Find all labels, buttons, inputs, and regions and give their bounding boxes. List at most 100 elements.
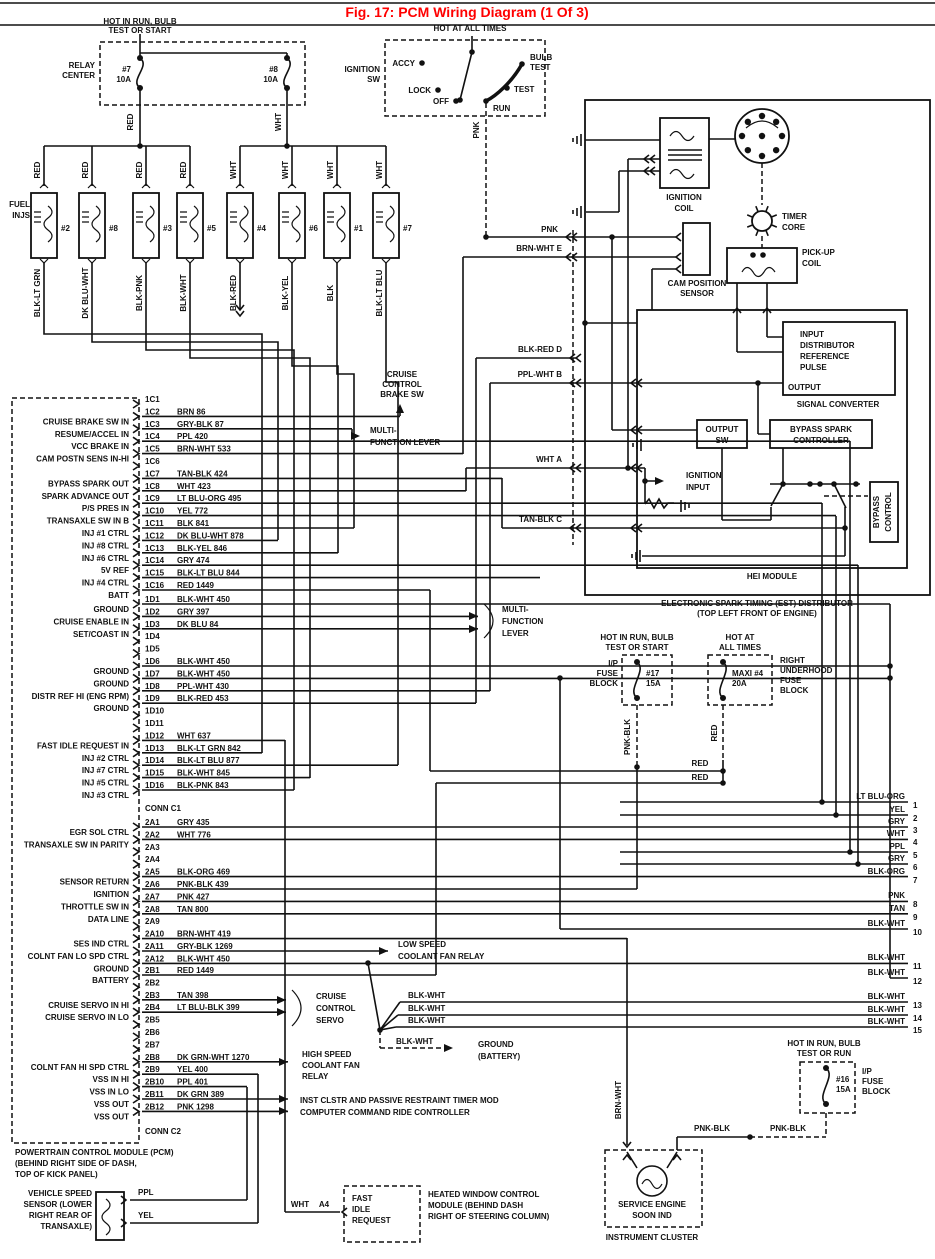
pin-function-1D14: INJ #7 CTRL xyxy=(82,766,129,775)
junction-dot xyxy=(720,780,726,786)
pin-2A12: 2A12 xyxy=(145,954,165,963)
offpage-wire-label-14: BLK-WHT xyxy=(868,1005,905,1014)
offpage-wire-num-13: 13 xyxy=(913,1001,922,1010)
ses-label-1: SERVICE ENGINE xyxy=(618,1200,687,1209)
injector-num-#2: #2 xyxy=(61,224,70,233)
pin-function-1D3: SET/COAST IN xyxy=(73,630,129,639)
pin-1D3: 1D3 xyxy=(145,620,160,629)
vehicle-speed-sensor-box xyxy=(95,1191,125,1241)
injector-top-wire-#6: WHT xyxy=(281,161,290,179)
hot-at-all-times-label: HOT AT ALL TIMES xyxy=(434,24,508,33)
bsc-label-1: BYPASS SPARK xyxy=(790,425,852,434)
feed-ppl-wht-b: PPL-WHT B xyxy=(518,370,563,379)
wire-net-dashed xyxy=(379,103,868,1138)
cap-terminal-dot xyxy=(772,146,780,154)
fuse8-amp: 10A xyxy=(263,75,278,84)
ses-bulb-filament xyxy=(641,1178,663,1190)
wire-label-2A10: BRN-WHT 419 xyxy=(177,930,231,939)
pin-2B10: 2B10 xyxy=(145,1078,165,1087)
wire-label-2A6: PNK-BLK 439 xyxy=(177,880,229,889)
vss-2: SENSOR (LOWER xyxy=(24,1200,93,1209)
wire-label-1C9: LT BLU-ORG 495 xyxy=(177,494,242,503)
junction-dot xyxy=(377,1027,383,1033)
pin-2A3: 2A3 xyxy=(145,843,160,852)
cap-terminal-dot xyxy=(758,112,766,120)
timer-core-label-2: CORE xyxy=(782,223,806,232)
rotor-arc xyxy=(745,120,779,129)
cam-position-sensor-box xyxy=(682,222,711,276)
offpage-wire-num-3: 3 xyxy=(913,826,918,835)
injector-bottom-wire-#2: BLK-LT GRN xyxy=(33,269,42,318)
pin-2B8: 2B8 xyxy=(145,1053,160,1062)
junction-dot xyxy=(833,812,839,818)
offpage-wire-label-13: BLK-WHT xyxy=(868,992,905,1001)
wire-label-1C12: DK BLU-WHT 878 xyxy=(177,531,244,540)
maxi-amp: 20A xyxy=(732,679,747,688)
junction-dot xyxy=(642,478,648,484)
pin-1D8: 1D8 xyxy=(145,682,160,691)
injector-bottom-wire-#8: DK BLU-WHT xyxy=(81,267,90,318)
fuse-maxi4-top xyxy=(720,659,726,665)
junction-dot xyxy=(504,85,510,91)
junction-dot xyxy=(435,87,441,93)
injector-box-#6 xyxy=(278,192,306,259)
pin-function-1C9: P/S PRES IN xyxy=(82,504,129,513)
pin-function-2A10: SES IND CTRL xyxy=(73,940,129,949)
wire-label-1C14: GRY 474 xyxy=(177,556,210,565)
ignition-switch-box xyxy=(384,39,546,117)
pin-2B3: 2B3 xyxy=(145,991,160,1000)
injector-top-wire-#2: RED xyxy=(33,161,42,178)
connector-chevrons xyxy=(120,154,772,1228)
pin-1D13: 1D13 xyxy=(145,744,165,753)
pin-2A8: 2A8 xyxy=(145,905,160,914)
feed-tan-blk-c: TAN-BLK C xyxy=(519,515,562,524)
fuse-16-top xyxy=(823,1065,829,1071)
pin-1C9: 1C9 xyxy=(145,494,160,503)
pin-function-1C15: INJ #4 CTRL xyxy=(82,579,129,588)
wire-label-2A2: WHT 776 xyxy=(177,830,211,839)
pin-1C2: 1C2 xyxy=(145,407,160,416)
pin-1D5: 1D5 xyxy=(145,645,160,654)
pin-function-1D12: FAST IDLE REQUEST IN xyxy=(37,741,129,750)
pin-1C10: 1C10 xyxy=(145,507,165,516)
wire-label-1C10: YEL 772 xyxy=(177,507,209,516)
fuse-17-bottom xyxy=(634,695,640,701)
pin-2B2: 2B2 xyxy=(145,978,160,987)
vss-ppl-label: PPL xyxy=(138,1188,154,1197)
injector-box-#8 xyxy=(78,192,106,259)
vss-1: VEHICLE SPEED xyxy=(28,1189,92,1198)
offpage-wire-num-6: 6 xyxy=(913,863,918,872)
wire-label-2B12: PNK 1298 xyxy=(177,1102,214,1111)
injector-box-#4 xyxy=(226,192,254,259)
output-sw-label-2: SW xyxy=(716,436,729,445)
offpage-wire-num-5: 5 xyxy=(913,851,918,860)
junction-dot xyxy=(625,465,631,471)
offpage-wire-label-12: BLK-WHT xyxy=(868,968,905,977)
wire-label-1C7: TAN-BLK 424 xyxy=(177,469,228,478)
pin-function-1C12: INJ #8 CTRL xyxy=(82,541,129,550)
fuse17-block-3: BLOCK xyxy=(590,679,619,688)
ignsw-bulb-2: TEST xyxy=(530,63,551,72)
offpage-wire-label-1: LT BLU-ORG xyxy=(856,792,905,801)
injector-bottom-wire-#3: BLK-PNK xyxy=(135,275,144,311)
ignition-input-label-2: INPUT xyxy=(686,483,710,492)
pin-1C5: 1C5 xyxy=(145,445,160,454)
low-speed-2: COOLANT FAN RELAY xyxy=(398,952,485,961)
pin-function-1C7: BYPASS SPARK OUT xyxy=(48,479,129,488)
pin-function-1C3: RESUME/ACCEL IN xyxy=(55,430,129,439)
sigpulse-4: PULSE xyxy=(800,363,827,372)
cruise-brake-2: CONTROL xyxy=(382,380,422,389)
coil-squiggles xyxy=(101,130,776,1236)
relay-center-label-2: CENTER xyxy=(62,71,95,80)
mf2-label-1: MULTI- xyxy=(502,605,529,614)
gnd-batt-1: GROUND xyxy=(478,1040,514,1049)
pin-function-2A2: TRANSAXLE SW IN PARITY xyxy=(24,840,130,849)
junction-dot xyxy=(720,768,726,774)
wire-label-1D14: BLK-LT BLU 877 xyxy=(177,756,240,765)
ignition-input-label-1: IGNITION xyxy=(686,471,722,480)
ignsw-accy: ACCY xyxy=(392,59,415,68)
junction-dot xyxy=(853,481,859,487)
injector-top-wire-#4: WHT xyxy=(229,161,238,179)
pin-function-1C2: CRUISE BRAKE SW IN xyxy=(43,417,129,426)
